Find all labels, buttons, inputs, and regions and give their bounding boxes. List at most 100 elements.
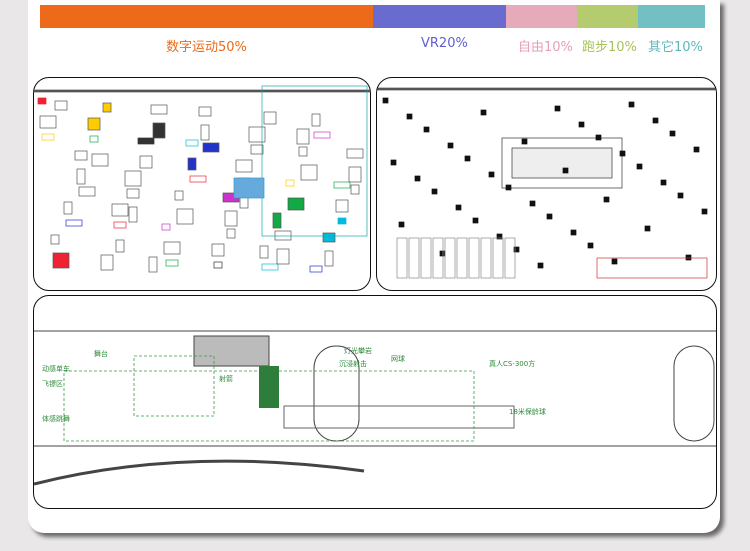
plan-label: 18米保龄球 [509, 407, 546, 416]
column [513, 246, 520, 253]
plan-element [250, 144, 264, 155]
column [406, 113, 413, 120]
column [546, 213, 553, 220]
plan-element [102, 102, 112, 113]
label-free: 自由10% [518, 40, 573, 55]
column [398, 221, 405, 228]
plan-element [185, 139, 199, 147]
plan-element [322, 232, 336, 243]
column [480, 109, 487, 116]
plan-element [54, 100, 68, 111]
lane [504, 237, 516, 279]
column [603, 196, 610, 203]
column [382, 97, 389, 104]
plan-element [76, 168, 86, 185]
column [390, 159, 397, 166]
plan-element [37, 97, 47, 105]
plan-element [139, 155, 153, 169]
column [447, 142, 454, 149]
plan-label: 射箭 [219, 374, 233, 383]
plan-element [39, 115, 57, 129]
label-other: 其它10% [648, 40, 703, 55]
column [570, 229, 577, 236]
plan-element [285, 179, 295, 187]
column [521, 138, 528, 145]
wall [377, 87, 716, 91]
column [693, 146, 700, 153]
plan-element [333, 181, 351, 189]
plan-label: 灯光攀岩 [344, 346, 372, 355]
plan-element [274, 230, 292, 241]
plan-element [235, 159, 253, 173]
plan-label: 体感跳舞 [42, 414, 70, 423]
plan-label: 真人CS-300方 [489, 359, 535, 368]
plan-element [128, 206, 138, 223]
plan-element [165, 259, 179, 267]
escalator-zone [501, 137, 623, 189]
column [619, 150, 626, 157]
plan-element [65, 219, 83, 227]
plan-element [296, 128, 310, 145]
column [505, 184, 512, 191]
plan-element [187, 157, 197, 171]
plan-element [311, 113, 321, 127]
plan-element [113, 221, 127, 229]
plan-element [276, 248, 290, 265]
segment-running [576, 5, 639, 28]
plan-element [335, 199, 349, 213]
plan-element [211, 243, 225, 257]
plan-element [224, 210, 238, 227]
lane [432, 237, 444, 279]
column [685, 254, 692, 261]
distribution-bar [40, 5, 705, 28]
plan-element [174, 190, 184, 201]
plan-element [313, 131, 331, 139]
column [439, 250, 446, 257]
plan-element [337, 217, 347, 225]
plan-element [100, 254, 114, 271]
plan-element [287, 197, 305, 211]
column [595, 134, 602, 141]
column [628, 101, 635, 108]
column [423, 126, 430, 133]
plan-element [346, 148, 364, 159]
plan-element [198, 106, 212, 117]
lane [396, 237, 408, 279]
column [496, 233, 503, 240]
plan-label: 动感单车 [42, 364, 70, 373]
plan-element [126, 188, 140, 199]
segment-digital-sports [40, 5, 373, 28]
zone [596, 257, 708, 279]
plan-element [78, 186, 96, 197]
plan-element [200, 124, 210, 141]
column [611, 258, 618, 265]
plan-element [115, 239, 125, 253]
column [636, 163, 643, 170]
plan-element [272, 212, 282, 229]
lane [492, 237, 504, 279]
column [488, 171, 495, 178]
column [669, 130, 676, 137]
column [431, 188, 438, 195]
lane [420, 237, 432, 279]
plan-element [202, 142, 220, 153]
plan-label: 沉浸射击 [339, 359, 367, 368]
plan-element [74, 150, 88, 161]
plan-element [263, 111, 277, 125]
plan-element [259, 245, 269, 259]
plan-element [148, 256, 158, 273]
plan-element [226, 228, 236, 239]
column [587, 242, 594, 249]
plan-element [150, 104, 168, 115]
plan-element [63, 201, 73, 215]
segment-other [638, 5, 705, 28]
column [677, 192, 684, 199]
lane [408, 237, 420, 279]
segment-vr [372, 5, 506, 28]
label-running: 跑步10% [582, 40, 637, 55]
zone [261, 85, 368, 237]
floor-plan-right [376, 77, 717, 291]
plan-element [89, 135, 99, 143]
plan-element [300, 164, 318, 181]
